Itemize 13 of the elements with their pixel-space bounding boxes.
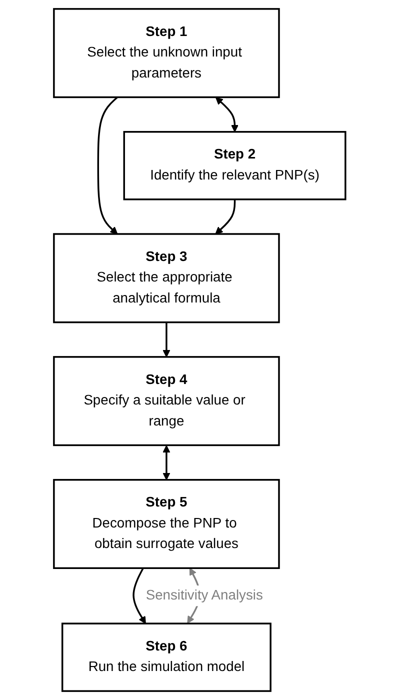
node-box: Step 2 Identify the relevant PNP(s) bbox=[124, 130, 347, 200]
node-box: Step 3 Select the appropriate analytical formula bbox=[53, 233, 280, 324]
arrow bbox=[216, 97, 239, 132]
arrow bbox=[162, 445, 171, 480]
arrow bbox=[216, 199, 236, 234]
arrow bbox=[98, 96, 118, 234]
node-box: Step 6 Run the simulation model bbox=[62, 622, 272, 692]
node-box: Step 1 Select the unknown input parameters bbox=[53, 8, 280, 98]
arrow bbox=[162, 322, 171, 358]
node-box: Step 4 Specify a suitable value or range bbox=[53, 356, 280, 446]
edge-label: Sensitivity Analysis bbox=[146, 588, 264, 603]
arrow bbox=[133, 568, 146, 624]
node-box: Step 5 Decompose the PNP to obtain surrogate values bbox=[53, 478, 280, 569]
